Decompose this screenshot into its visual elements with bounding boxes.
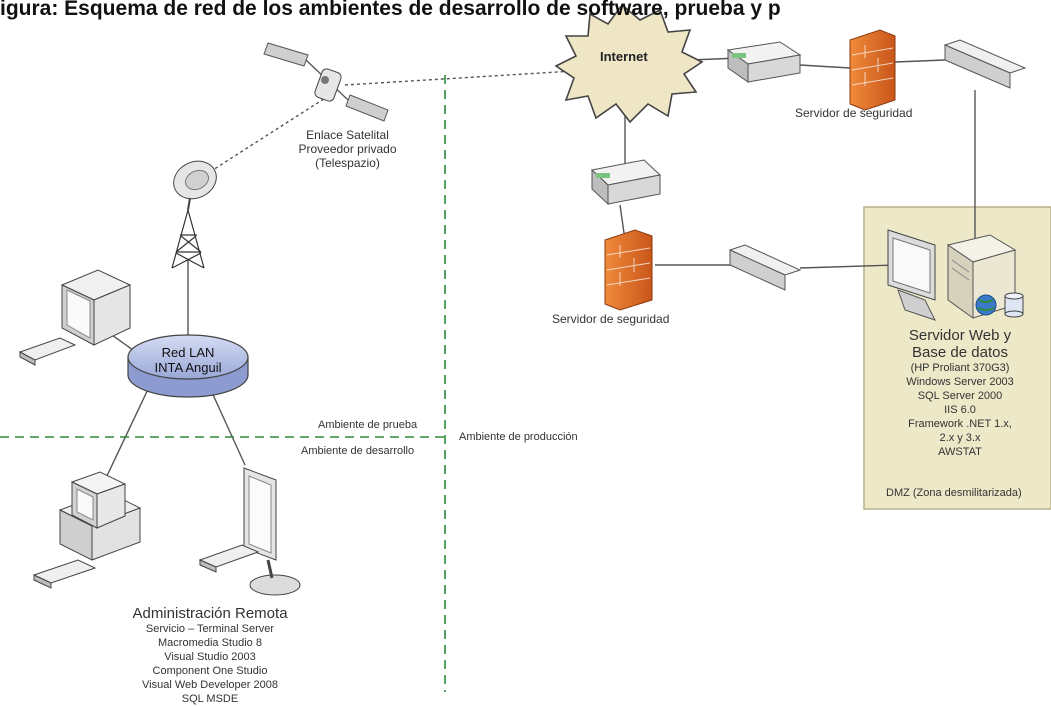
dmz-label: DMZ (Zona desmilitarizada) <box>886 487 1022 499</box>
globe-icon <box>975 294 997 316</box>
lan-label: Red LAN INTA Anguil <box>138 345 238 375</box>
switch-icon-top <box>943 39 1027 89</box>
server-detail: (HP Proliant 370G3) <box>910 362 1010 374</box>
lan-label-line: Red LAN <box>161 345 215 360</box>
lan-label-line: INTA Anguil <box>154 360 222 375</box>
remote-admin-title: Administración Remota <box>132 605 288 622</box>
flat-monitor-icon <box>243 467 301 596</box>
remote-admin-item: SQL MSDE <box>181 693 239 705</box>
security-server-label-mid: Servidor de seguridad <box>552 312 670 326</box>
keyboard-icon-bottom-right <box>198 544 260 573</box>
server-caption: Servidor Web y Base de datos (HP Prolian… <box>880 327 1040 459</box>
remote-admin-item: Component One Studio <box>152 665 268 677</box>
server-detail: AWSTAT <box>938 446 982 458</box>
keyboard-icon-bottom-left <box>32 559 97 589</box>
server-monitor-icon <box>887 229 936 321</box>
workstation-monitor-icon <box>60 269 132 346</box>
satellite-caption-line: Enlace Satelital <box>306 128 389 142</box>
switch-icon-mid <box>728 244 802 291</box>
remote-admin-caption: Administración Remota Servicio – Termina… <box>105 605 315 706</box>
satellite-caption-line: Proveedor privado <box>298 142 397 156</box>
firewall-icon-mid <box>604 229 653 311</box>
server-detail: 2.x y 3.x <box>939 432 981 444</box>
remote-admin-item: Macromedia Studio 8 <box>158 637 262 649</box>
remote-admin-item: Servicio – Terminal Server <box>145 623 275 635</box>
zone-boundaries <box>0 75 446 692</box>
router-icon-mid <box>590 159 662 206</box>
antenna-tower-icon <box>171 209 205 269</box>
router-icon-top <box>726 41 802 83</box>
server-detail: Windows Server 2003 <box>906 376 1014 388</box>
remote-admin-item: Visual Studio 2003 <box>164 651 256 663</box>
zone-label-produccion: Ambiente de producción <box>459 431 578 443</box>
database-icon <box>1004 292 1024 318</box>
internet-cloud-icon <box>554 3 704 124</box>
internet-label: Internet <box>600 49 648 64</box>
lan-hub-icon <box>127 334 249 398</box>
firewall-icon-top <box>849 29 896 111</box>
desktop-pc-icon <box>58 471 142 561</box>
server-subtitle: Base de datos <box>912 344 1008 361</box>
satellite-caption-line: (Telespazio) <box>315 156 380 170</box>
security-server-label-top: Servidor de seguridad <box>795 106 913 120</box>
zone-label-prueba: Ambiente de prueba <box>318 419 418 431</box>
server-detail: Framework .NET 1.x, <box>908 418 1012 430</box>
server-detail: IIS 6.0 <box>944 404 976 416</box>
satellite-icon <box>263 42 389 122</box>
connection-lines <box>104 57 976 481</box>
zone-label-desarrollo: Ambiente de desarrollo <box>301 445 415 457</box>
server-title: Servidor Web y <box>908 327 1012 344</box>
diagram-header: igura: Esquema de red de los ambientes d… <box>0 0 781 20</box>
satellite-caption: Enlace Satelital Proveedor privado (Tele… <box>275 128 420 170</box>
satellite-dish-icon <box>173 160 217 211</box>
server-detail: SQL Server 2000 <box>917 390 1003 402</box>
keyboard-icon-top <box>18 337 77 366</box>
remote-admin-item: Visual Web Developer 2008 <box>142 679 278 691</box>
